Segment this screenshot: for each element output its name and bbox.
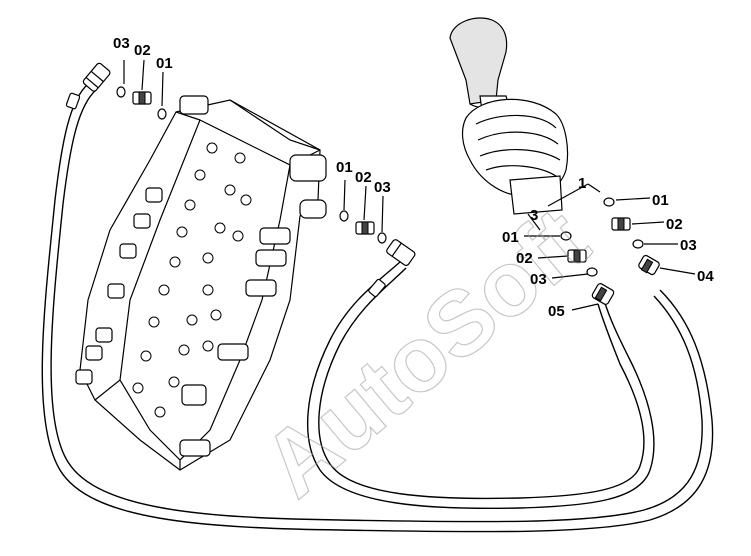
mid-nipple-02 xyxy=(355,221,375,235)
label-lower-01: 01 xyxy=(502,229,519,246)
label-right-02: 02 xyxy=(666,216,683,233)
lower-adapter-05 xyxy=(591,283,615,305)
joystick-assembly xyxy=(449,17,601,231)
watermark: AutoSoft xyxy=(244,189,607,517)
right-adapter-04 xyxy=(638,254,660,276)
lower-nipple-02 xyxy=(567,249,587,263)
label-mid-02: 02 xyxy=(355,169,372,186)
label-right-01: 01 xyxy=(652,192,669,209)
control-valve-block xyxy=(75,95,327,471)
label-lower-05: 05 xyxy=(548,303,565,320)
middle-fittings xyxy=(339,179,416,298)
label-right-04: 04 xyxy=(697,268,714,285)
right-nipple-02 xyxy=(611,217,631,231)
label-joystick-3: 3 xyxy=(530,207,538,224)
valve-right-fittings xyxy=(179,95,327,457)
label-mid-03: 03 xyxy=(374,179,391,196)
label-lower-03: 03 xyxy=(530,271,547,288)
joystick-lower-fittings xyxy=(524,231,615,311)
label-joystick-1: 1 xyxy=(578,175,586,192)
label-lower-02: 02 xyxy=(516,250,533,267)
label-right-03: 03 xyxy=(680,237,697,254)
left-fittings xyxy=(65,59,167,120)
right-fittings xyxy=(603,197,696,276)
valve-left-ports xyxy=(75,187,163,385)
hose-inner-loop xyxy=(306,261,655,510)
hose-left-loop xyxy=(41,83,714,533)
label-left-01: 01 xyxy=(156,55,173,72)
label-left-02: 02 xyxy=(134,42,151,59)
left-nipple-02 xyxy=(132,91,152,105)
label-mid-01: 01 xyxy=(336,159,353,176)
label-left-03: 03 xyxy=(113,35,130,52)
